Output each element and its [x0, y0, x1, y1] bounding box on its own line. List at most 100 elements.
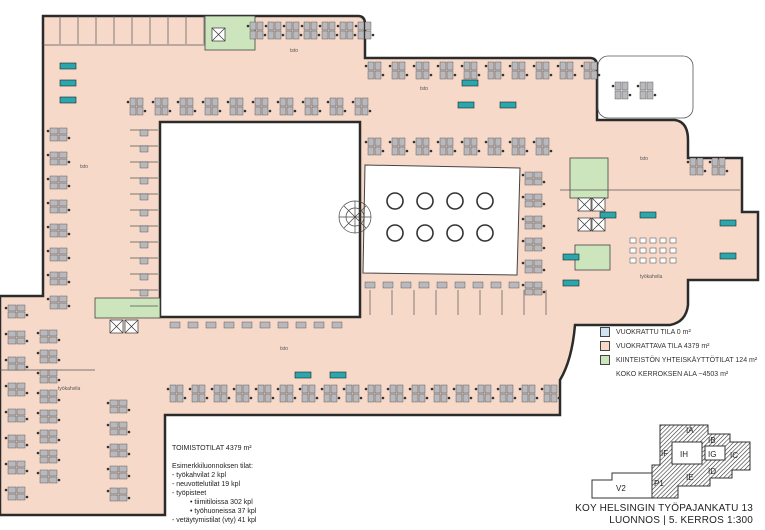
desk	[109, 487, 119, 495]
desk	[455, 393, 463, 403]
chair	[542, 268, 546, 272]
desk	[39, 429, 49, 437]
desk	[16, 460, 26, 468]
desk	[139, 177, 149, 185]
key-plan: IA IB IC ID IE IF IG IH P1 V2	[591, 424, 751, 499]
desk	[411, 393, 419, 403]
desk	[542, 137, 550, 147]
desk	[462, 384, 470, 394]
desk	[346, 21, 354, 31]
cafe-table	[629, 237, 637, 244]
desk	[614, 90, 622, 100]
desk	[58, 247, 68, 255]
desk	[118, 421, 128, 429]
desk	[535, 137, 543, 147]
desk-cluster	[4, 382, 29, 397]
chair	[513, 396, 517, 400]
desk	[16, 389, 26, 397]
desk	[711, 157, 719, 167]
desk	[49, 175, 59, 183]
legend-label: KIINTEISTÖN YHTEISKÄYTTÖTILAT 124 m²	[616, 356, 758, 364]
desk	[139, 193, 149, 201]
desk	[361, 97, 369, 107]
desk-cluster	[36, 369, 61, 384]
desk	[535, 70, 543, 80]
desk	[331, 321, 343, 329]
desk	[229, 106, 237, 116]
desk	[198, 393, 206, 403]
chair	[106, 467, 110, 471]
desk	[446, 137, 454, 147]
desk	[323, 393, 331, 403]
chair	[57, 378, 61, 382]
chair	[36, 431, 40, 435]
stair-core-east	[569, 157, 609, 199]
elevator-icon	[211, 27, 226, 42]
desk	[211, 97, 219, 107]
desk	[220, 384, 228, 394]
chair	[4, 462, 8, 466]
desk	[249, 30, 257, 40]
desk-cluster	[106, 465, 131, 480]
meeting-table	[599, 211, 617, 219]
desk	[274, 21, 282, 31]
cafe-table	[639, 247, 647, 254]
chair	[106, 401, 110, 405]
desk	[235, 384, 243, 394]
desk-cluster	[36, 469, 61, 484]
desk-cluster	[556, 61, 577, 80]
desk	[236, 106, 244, 116]
desk	[367, 393, 375, 403]
chair	[251, 100, 255, 104]
desk-cluster	[318, 21, 339, 40]
desk	[292, 21, 300, 31]
column-circle	[416, 192, 434, 210]
desk	[49, 223, 59, 231]
chair	[521, 173, 525, 177]
elevator-icon	[109, 319, 124, 334]
summary-line: - työkahvilat 2 kpl	[172, 472, 227, 479]
chair	[46, 273, 50, 277]
desk	[58, 230, 68, 238]
desk	[308, 384, 316, 394]
chair	[460, 64, 464, 68]
desk	[48, 369, 58, 377]
chair	[4, 332, 8, 336]
desk	[16, 356, 26, 364]
chair	[453, 73, 457, 77]
desk	[109, 399, 119, 407]
chair	[57, 438, 61, 442]
elevator-cross	[577, 197, 592, 212]
chair	[315, 396, 319, 400]
desk	[139, 241, 149, 249]
chair	[226, 100, 230, 104]
cafe-table	[659, 237, 667, 244]
cafe-table	[649, 257, 657, 264]
chair	[326, 100, 330, 104]
desk	[39, 449, 49, 457]
key-label: IF	[661, 449, 668, 458]
desk	[524, 200, 534, 208]
desk-cluster	[106, 443, 131, 458]
column-circle	[476, 192, 494, 210]
desk-cluster	[298, 384, 319, 403]
desk	[49, 199, 59, 207]
desk-cluster	[36, 449, 61, 464]
desk-cluster	[412, 61, 433, 80]
legend-swatch	[600, 327, 610, 337]
chair	[67, 208, 71, 212]
chair	[521, 239, 525, 243]
desk	[506, 384, 514, 394]
chair	[364, 64, 368, 68]
chair	[254, 387, 258, 391]
chair	[542, 224, 546, 228]
desk	[329, 97, 337, 107]
desk-cluster	[351, 97, 372, 116]
chair	[518, 387, 522, 391]
desk	[16, 330, 26, 338]
desk	[242, 393, 250, 403]
desk	[511, 61, 519, 71]
desk	[524, 259, 534, 267]
chair	[268, 109, 272, 113]
chair	[477, 149, 481, 153]
